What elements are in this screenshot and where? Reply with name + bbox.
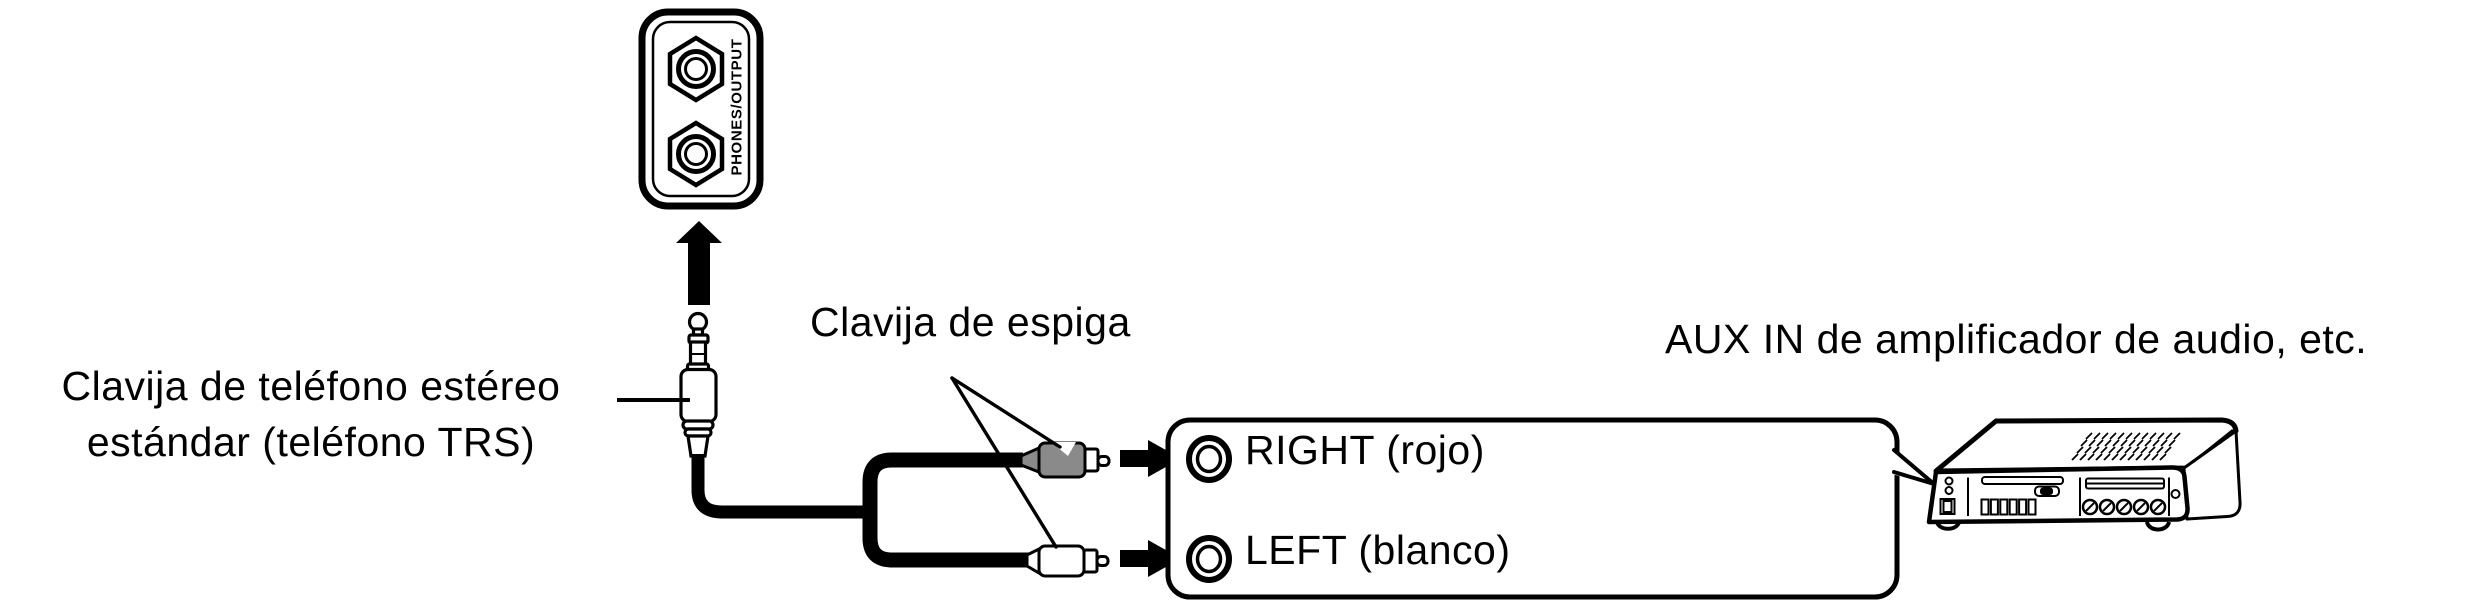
amp-phones-jack <box>2170 489 2181 499</box>
stereo-plug-label-line1: Clavija de teléfono estéreo <box>61 363 561 409</box>
pin-plug-label: Clavija de espiga <box>810 299 1131 345</box>
audio-cable <box>691 454 870 519</box>
right-arrow-bottom-icon <box>1120 540 1181 577</box>
plug-barrel <box>679 367 718 424</box>
amplifier-illustration <box>1926 417 2242 532</box>
amp-aux-jack-top <box>1944 476 1954 486</box>
right-arrow-top-icon <box>1120 440 1181 477</box>
right-jack-label: RIGHT (rojo) <box>1245 427 1485 473</box>
callout-tail <box>1892 448 1936 486</box>
panel-label: PHONES/OUTPUT <box>728 38 746 176</box>
phone-jack-top-icon <box>667 35 725 103</box>
rca-jack-left-icon <box>1186 535 1232 583</box>
amp-side-face <box>2182 429 2242 521</box>
phones-output-panel <box>638 8 764 210</box>
rca-jack-right-icon <box>1186 435 1232 483</box>
amp-vent-slots <box>2071 432 2181 461</box>
amp-aux-jack-bottom <box>1944 486 1954 495</box>
amp-disc-slot <box>1981 476 2064 485</box>
amp-feet <box>1935 521 2171 532</box>
amp-edge-highlight <box>2192 429 2234 463</box>
up-arrow-icon <box>676 221 722 305</box>
amp-button-row <box>1980 498 2037 516</box>
amp-front-controls <box>1939 476 2181 516</box>
amp-power-button <box>1939 498 1956 515</box>
amplifier-label: AUX IN de amplificador de audio, etc. <box>1665 316 2368 362</box>
pin-plug-white-icon <box>1025 544 1110 578</box>
amp-knobs <box>2081 498 2167 516</box>
left-jack-label: LEFT (blanco) <box>1245 527 1511 573</box>
panel-inner-outline <box>651 20 751 198</box>
amp-slider <box>2034 485 2060 497</box>
jack-callout-box <box>1165 417 1936 600</box>
pin-plug-leader-lines <box>950 376 1062 549</box>
pin-plug-red-icon <box>1019 441 1111 479</box>
cable-y-split <box>862 452 1029 568</box>
stereo-plug-label-line2: estándar (teléfono TRS) <box>86 419 536 465</box>
stereo-plug-icon <box>679 311 718 458</box>
stereo-plug-label: Clavija de teléfono estéreo estándar (te… <box>18 358 604 470</box>
phone-jack-bottom-icon <box>667 120 725 188</box>
